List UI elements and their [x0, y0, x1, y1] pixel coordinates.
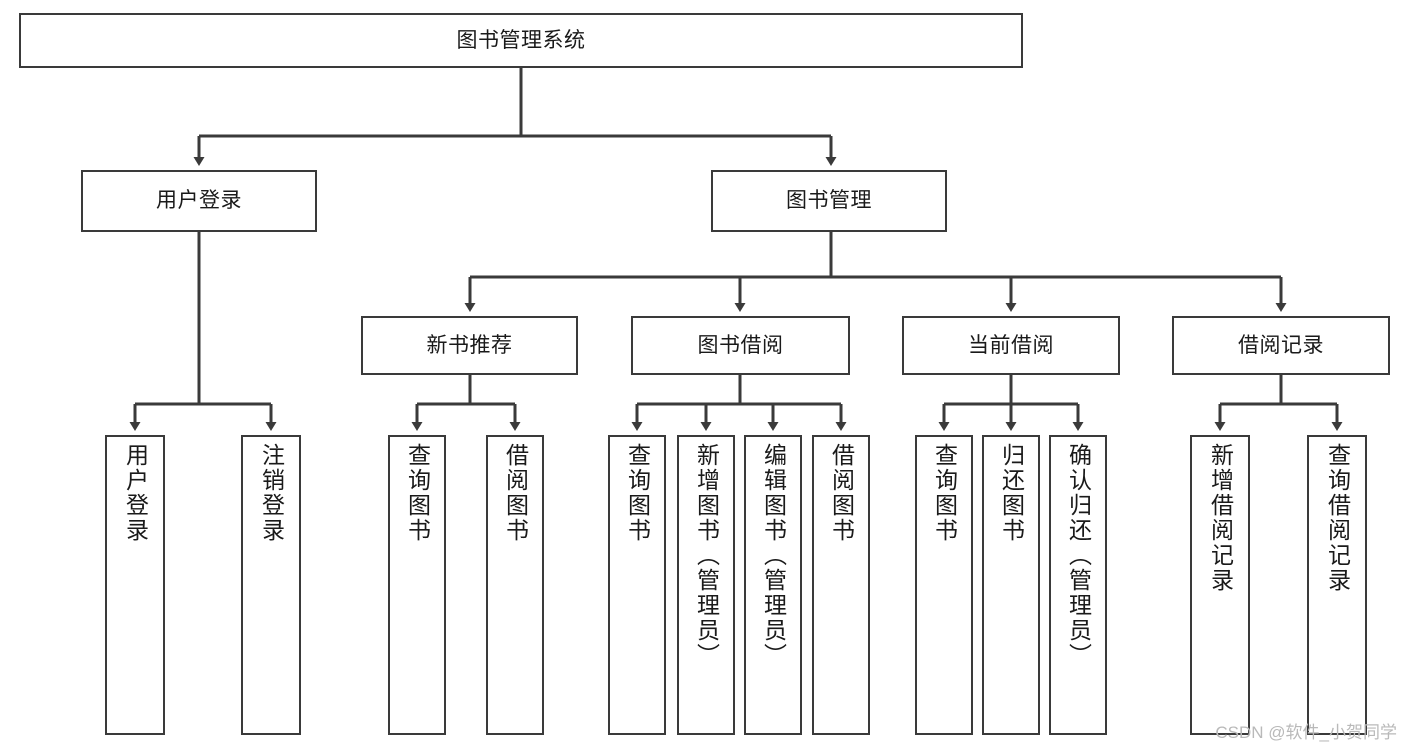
node-book-borrow[interactable]: 图书借阅: [631, 316, 850, 375]
node-leaf-add-book-label: 新增图书（管理员）: [693, 443, 720, 668]
node-leaf-query-book-2-label: 查询图书: [624, 443, 651, 543]
node-leaf-query-book-1[interactable]: 查询图书: [388, 435, 446, 735]
node-leaf-borrow-book-1-label: 借阅图书: [502, 443, 529, 543]
node-leaf-borrow-book-1[interactable]: 借阅图书: [486, 435, 544, 735]
node-leaf-add-record-label: 新增借阅记录: [1207, 443, 1234, 593]
node-leaf-query-book-2[interactable]: 查询图书: [608, 435, 666, 735]
node-leaf-user-logout[interactable]: 注销登录: [241, 435, 301, 735]
node-book-borrow-label: 图书借阅: [697, 333, 784, 357]
node-leaf-user-login-label: 用户登录: [122, 443, 149, 543]
node-user-login[interactable]: 用户登录: [81, 170, 317, 232]
node-leaf-return-book[interactable]: 归还图书: [982, 435, 1040, 735]
node-root[interactable]: 图书管理系统: [19, 13, 1023, 68]
node-leaf-confirm-return[interactable]: 确认归还（管理员）: [1049, 435, 1107, 735]
node-user-login-label: 用户登录: [156, 189, 242, 213]
node-leaf-edit-book-label: 编辑图书（管理员）: [760, 443, 787, 668]
node-leaf-borrow-book-2[interactable]: 借阅图书: [812, 435, 870, 735]
csdn-watermark: CSDN @软件_小贺同学: [1215, 723, 1397, 742]
node-new-book-rec-label: 新书推荐: [426, 333, 513, 357]
node-leaf-query-book-1-label: 查询图书: [404, 443, 431, 543]
node-book-manage-label: 图书管理: [786, 189, 872, 213]
node-borrow-record[interactable]: 借阅记录: [1172, 316, 1390, 375]
node-current-borrow-label: 当前借阅: [968, 333, 1054, 357]
node-book-manage[interactable]: 图书管理: [711, 170, 947, 232]
node-leaf-add-book[interactable]: 新增图书（管理员）: [677, 435, 735, 735]
node-leaf-user-logout-label: 注销登录: [258, 443, 285, 543]
node-leaf-return-book-label: 归还图书: [998, 443, 1025, 543]
node-leaf-query-book-3-label: 查询图书: [931, 443, 958, 543]
node-current-borrow[interactable]: 当前借阅: [902, 316, 1120, 375]
node-leaf-add-record[interactable]: 新增借阅记录: [1190, 435, 1250, 735]
node-leaf-query-book-3[interactable]: 查询图书: [915, 435, 973, 735]
node-leaf-query-record[interactable]: 查询借阅记录: [1307, 435, 1367, 735]
node-leaf-user-login[interactable]: 用户登录: [105, 435, 165, 735]
node-new-book-rec[interactable]: 新书推荐: [361, 316, 578, 375]
node-leaf-query-record-label: 查询借阅记录: [1324, 443, 1351, 593]
node-leaf-borrow-book-2-label: 借阅图书: [828, 443, 855, 543]
node-borrow-record-label: 借阅记录: [1238, 333, 1324, 357]
node-root-label: 图书管理系统: [456, 28, 586, 52]
node-leaf-edit-book[interactable]: 编辑图书（管理员）: [744, 435, 802, 735]
node-leaf-confirm-return-label: 确认归还（管理员）: [1065, 443, 1092, 668]
